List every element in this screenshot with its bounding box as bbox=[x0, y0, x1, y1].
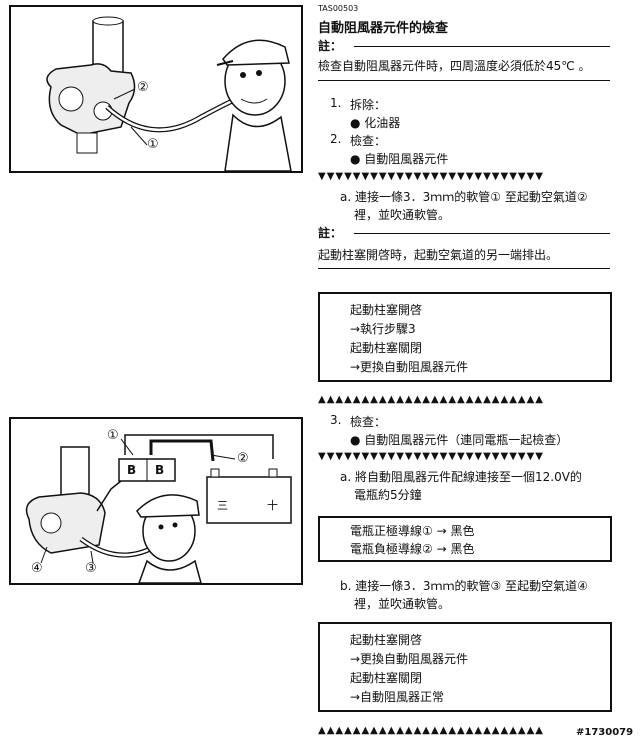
callout-3: ③ bbox=[85, 561, 97, 576]
battery-positive-label: 十 bbox=[267, 499, 278, 512]
wire-positive: 電瓶正極導線① → 黑色 bbox=[350, 524, 475, 538]
note-rule-bottom bbox=[318, 80, 610, 81]
note-label: 註： bbox=[318, 39, 343, 53]
procedure-start-markers-2: ▼▼▼▼▼▼▼▼▼▼▼▼▼▼▼▼▼▼▼▼▼▼▼▼▼▼ bbox=[318, 451, 544, 462]
illustration bbox=[25, 434, 292, 584]
result-line: →自動阻風器正常 bbox=[350, 690, 445, 704]
callout-4: ④ bbox=[31, 561, 43, 576]
step-a-line1: a. 連接一條3．3ｍｍ的軟管① 至起動空氣道② bbox=[340, 190, 588, 204]
result-line: →執行步驟3 bbox=[350, 322, 416, 336]
callout-1: ① bbox=[147, 137, 159, 152]
wire-color-box: 電瓶正極導線① → 黑色 電瓶負極導線② → 黑色 bbox=[318, 516, 612, 562]
step-2-label: 檢查： bbox=[350, 134, 387, 148]
page-title: 自動阻風器元件的檢查 bbox=[318, 21, 449, 36]
illustration bbox=[46, 16, 292, 172]
result-line: →更換自動阻風器元件 bbox=[350, 360, 469, 374]
result-line: 起動柱塞開啓 bbox=[350, 303, 423, 317]
connector-label-b1: B bbox=[127, 463, 137, 477]
wire-negative: 電瓶負極導線② → 黑色 bbox=[350, 542, 475, 556]
step-2-item: ● 自動阻風器元件 bbox=[350, 152, 449, 166]
step-3a-line2: 電瓶約5分鐘 bbox=[354, 488, 422, 502]
step-3-item: ● 自動阻風器元件（連同電瓶一起檢查） bbox=[350, 433, 569, 447]
step-3b-line2: 裡，並吹通軟管。 bbox=[354, 597, 451, 611]
procedure-start-markers: ▼▼▼▼▼▼▼▼▼▼▼▼▼▼▼▼▼▼▼▼▼▼▼▼▼▼ bbox=[318, 171, 544, 182]
note-exhaust: 起動柱塞開啓時，起動空氣道的另一端排出。 bbox=[318, 248, 559, 262]
result-box-1: 起動柱塞開啓 →執行步驟3 起動柱塞關閉 →更換自動阻風器元件 bbox=[318, 292, 612, 382]
doc-code: TAS00503 bbox=[318, 4, 359, 13]
callout-2: ② bbox=[237, 451, 249, 466]
step-2-number: 2. bbox=[330, 132, 342, 146]
step-3-number: 3. bbox=[330, 413, 342, 427]
figure-battery-connection: ① ② ④ ③ B B 三 十 bbox=[9, 417, 303, 585]
connector-label-b2: B bbox=[155, 463, 165, 477]
result-box-2: 起動柱塞開啓 →更換自動阻風器元件 起動柱塞關閉 →自動阻風器正常 bbox=[318, 622, 612, 712]
step-1-number: 1. bbox=[330, 96, 342, 110]
watermark-id: #1730079 bbox=[574, 727, 636, 738]
result-line: 起動柱塞關閉 bbox=[350, 671, 423, 685]
step-3a-line1: a. 將自動阻風器元件配線連接至一個12.0V的 bbox=[340, 470, 582, 484]
battery-negative-label: 三 bbox=[217, 499, 228, 512]
note-label-2: 註： bbox=[318, 226, 343, 240]
note-temperature: 檢查自動阻風器元件時，四周溫度必須低於45℃ 。 bbox=[318, 59, 591, 73]
step-1-label: 拆除： bbox=[350, 98, 387, 112]
step-3-label: 檢查： bbox=[350, 415, 387, 429]
result-line: 起動柱塞開啓 bbox=[350, 633, 423, 647]
step-3b-line1: b. 連接一條3．3ｍｍ的軟管③ 至起動空氣道④ bbox=[340, 579, 588, 593]
note-rule bbox=[354, 46, 610, 47]
result-line: →更換自動阻風器元件 bbox=[350, 652, 469, 666]
step-1-item: ● 化油器 bbox=[350, 116, 401, 130]
callout-2: ② bbox=[137, 80, 149, 95]
step-a-line2: 裡，並吹通軟管。 bbox=[354, 208, 451, 222]
result-line: 起動柱塞關閉 bbox=[350, 341, 423, 355]
callout-1: ① bbox=[107, 428, 119, 443]
procedure-end-markers: ▲▲▲▲▲▲▲▲▲▲▲▲▲▲▲▲▲▲▲▲▲▲▲▲▲▲ bbox=[318, 394, 544, 405]
procedure-end-markers-2: ▲▲▲▲▲▲▲▲▲▲▲▲▲▲▲▲▲▲▲▲▲▲▲▲▲▲ bbox=[318, 725, 544, 736]
figure-carburetor-blow-test: ② ① bbox=[9, 5, 303, 173]
note2-rule-bottom bbox=[318, 268, 610, 269]
note2-rule bbox=[354, 233, 610, 234]
